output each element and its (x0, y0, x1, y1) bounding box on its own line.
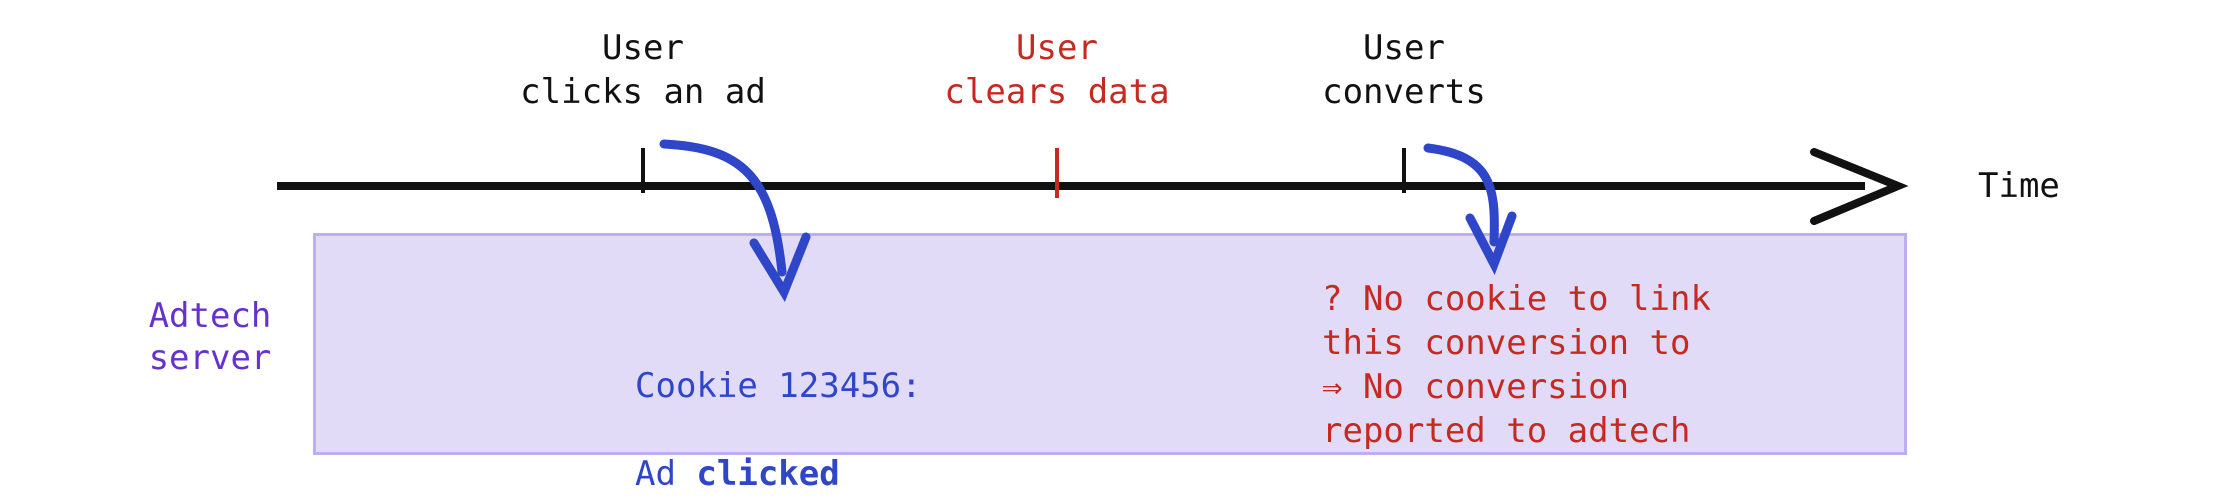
no-conversion-note: ? No cookie to link this conversion to ⇒… (1322, 279, 1711, 451)
adtech-server-label: Adtech server (148, 296, 272, 378)
convert-to-failure-arrowhead (1465, 211, 1517, 276)
event-label-user-clears-data: User clears data (944, 28, 1170, 112)
cookie-log-line-2-prefix: Ad (635, 454, 697, 494)
adtech-server-box (313, 233, 1907, 455)
time-axis-label: Time (1978, 166, 2060, 206)
event-label-user-converts: User converts (1322, 28, 1486, 112)
time-arrowhead (1810, 148, 1909, 225)
click-to-cookie-arrow (659, 139, 787, 277)
event-label-user-clicks-an-ad: User clicks an ad (520, 28, 766, 112)
cookie-log-line-1: Cookie 123456: (635, 366, 922, 406)
click-to-cookie-arrowhead (749, 232, 811, 303)
cookie-log-note: Cookie 123456: Ad clicked (635, 320, 922, 498)
convert-to-failure-arrow (1423, 143, 1499, 247)
cookie-log-line-2-emphasis: clicked (696, 454, 840, 494)
cookie-log-line-2: Ad clicked (635, 452, 922, 496)
